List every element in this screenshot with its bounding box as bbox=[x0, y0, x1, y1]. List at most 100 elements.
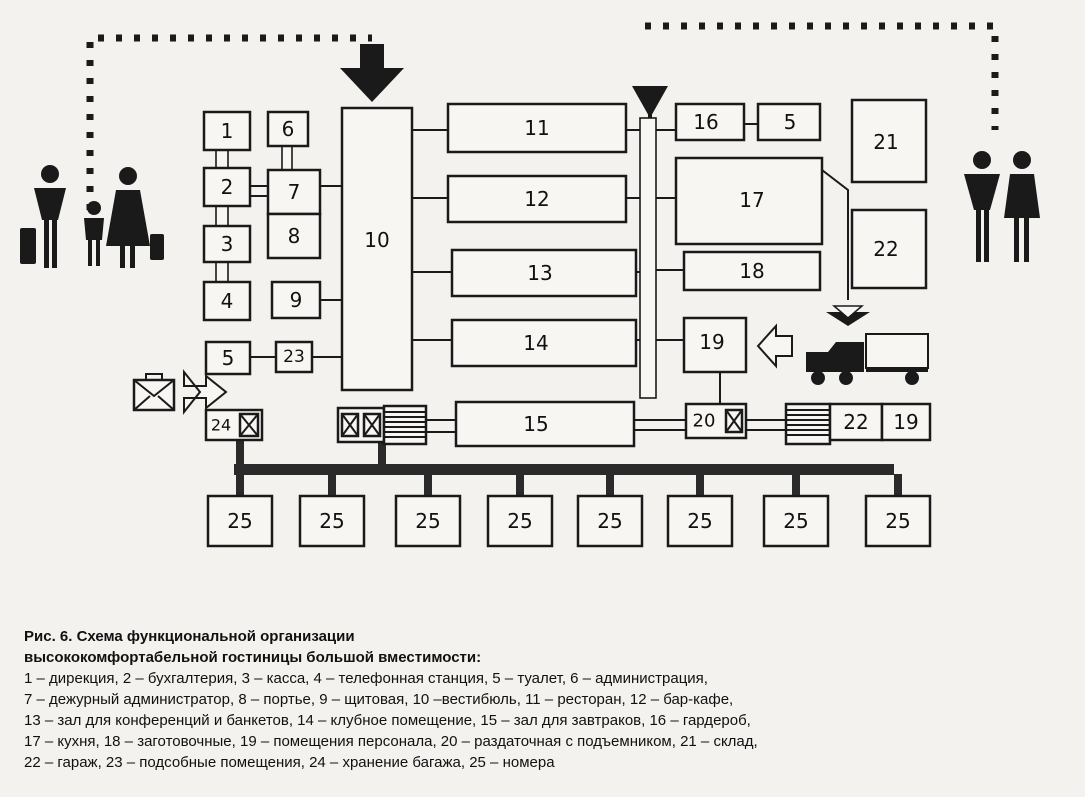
figure-caption: Рис. 6. Схема функциональной организации… bbox=[24, 626, 1064, 773]
label-14: 14 bbox=[523, 331, 548, 355]
label-6: 6 bbox=[282, 117, 295, 141]
room-stub-1 bbox=[236, 474, 244, 496]
caption-legend-line2: 7 – дежурный администратор, 8 – портье, … bbox=[24, 691, 734, 708]
label-11: 11 bbox=[524, 116, 549, 140]
label-10: 10 bbox=[364, 228, 389, 252]
label-7: 7 bbox=[288, 180, 301, 204]
block-garage bbox=[850, 208, 928, 290]
block-lobby bbox=[340, 106, 414, 392]
label-2: 2 bbox=[221, 175, 234, 199]
label-22b: 22 bbox=[843, 410, 868, 434]
caption-legend-line3: 13 – зал для конференций и банкетов, 14 … bbox=[24, 712, 751, 729]
block-prep-rooms bbox=[682, 250, 822, 292]
caption-legend-line5: 22 – гараж, 23 – подсобные помещения, 24… bbox=[24, 754, 555, 771]
block-bar-cafe bbox=[446, 174, 628, 224]
truck-icon bbox=[806, 333, 929, 385]
block-wardrobe bbox=[674, 102, 746, 142]
corridor-bus bbox=[234, 464, 894, 475]
label-room-1: 25 bbox=[227, 509, 252, 533]
label-23: 23 bbox=[283, 347, 305, 367]
label-19: 19 bbox=[699, 330, 724, 354]
kitchen-exhaust-arrow-icon bbox=[826, 312, 870, 326]
label-room-3: 25 bbox=[415, 509, 440, 533]
staircase-right-icon bbox=[784, 402, 832, 446]
label-room-4: 25 bbox=[507, 509, 532, 533]
label-room-5: 25 bbox=[597, 509, 622, 533]
label-17: 17 bbox=[739, 188, 764, 212]
label-16: 16 bbox=[693, 110, 718, 134]
label-room-6: 25 bbox=[687, 509, 712, 533]
caption-title-line1: Рис. 6. Схема функциональной организации bbox=[24, 628, 355, 645]
label-3: 3 bbox=[221, 232, 234, 256]
luggage-icon bbox=[132, 373, 176, 412]
block-room-2 bbox=[298, 494, 366, 548]
block-toilet-right bbox=[756, 102, 822, 142]
block-direction bbox=[202, 110, 252, 152]
room-stub-4 bbox=[516, 474, 524, 496]
guest-route-right bbox=[645, 22, 999, 130]
caption-title-line2: высококомфортабельной гостиницы большой … bbox=[24, 649, 482, 666]
room-stub-7 bbox=[792, 474, 800, 496]
block-administration bbox=[266, 110, 310, 148]
block-conference-hall bbox=[450, 248, 638, 298]
block-club-room bbox=[450, 318, 638, 368]
label-4: 4 bbox=[221, 289, 234, 313]
guest-route-left bbox=[86, 34, 372, 210]
pipe-main-vertical bbox=[639, 117, 657, 399]
block-toilet-left bbox=[204, 340, 252, 376]
block-cashier bbox=[202, 224, 252, 264]
delivery-arrow-icon bbox=[756, 323, 793, 369]
staircase-left-icon bbox=[382, 404, 428, 446]
label-5a: 5 bbox=[222, 346, 235, 370]
label-18: 18 bbox=[739, 259, 764, 283]
label-room-8: 25 bbox=[885, 509, 910, 533]
block-room-4 bbox=[486, 494, 554, 548]
room-stub-5 bbox=[606, 474, 614, 496]
block-warehouse bbox=[850, 98, 928, 184]
block-room-8 bbox=[864, 494, 932, 548]
room-stub-6 bbox=[696, 474, 704, 496]
service-entrance-arrow-icon bbox=[183, 369, 228, 415]
block-room-5 bbox=[576, 494, 644, 548]
label-1: 1 bbox=[221, 119, 234, 143]
label-20: 20 bbox=[693, 411, 716, 432]
label-12: 12 bbox=[524, 187, 549, 211]
label-21: 21 bbox=[873, 130, 898, 154]
block-accounting bbox=[202, 166, 252, 208]
block-room-7 bbox=[762, 494, 830, 548]
room-stub-8 bbox=[894, 474, 902, 496]
label-22a: 22 bbox=[873, 237, 898, 261]
block-restaurant bbox=[446, 102, 628, 154]
caption-legend-line1: 1 – дирекция, 2 – бухгалтерия, 3 – касса… bbox=[24, 670, 708, 687]
guests-family-icon bbox=[20, 165, 164, 268]
label-15: 15 bbox=[523, 412, 548, 436]
label-8: 8 bbox=[288, 224, 301, 248]
block-kitchen bbox=[674, 156, 824, 246]
block-room-6 bbox=[666, 494, 734, 548]
caption-legend-line4: 17 – кухня, 18 – заготовочные, 19 – поме… bbox=[24, 733, 758, 750]
functional-diagram: 1 2 3 4 5 6 7 8 9 23 10 11 12 13 14 15 1… bbox=[20, 22, 1040, 548]
main-entrance-arrow-icon bbox=[340, 44, 404, 102]
label-room-2: 25 bbox=[319, 509, 344, 533]
block-duty-admin bbox=[266, 168, 322, 216]
label-9: 9 bbox=[290, 288, 303, 312]
block-utility bbox=[274, 340, 314, 374]
label-24: 24 bbox=[211, 416, 231, 435]
room-stub-2 bbox=[328, 474, 336, 496]
block-room-3 bbox=[394, 494, 462, 548]
block-garage-2 bbox=[828, 402, 884, 442]
label-13: 13 bbox=[527, 261, 552, 285]
block-telephone bbox=[202, 280, 252, 322]
label-19b: 19 bbox=[893, 410, 918, 434]
room-stub-3 bbox=[424, 474, 432, 496]
pipe-left-1-4 bbox=[215, 139, 229, 291]
label-room-7: 25 bbox=[783, 509, 808, 533]
label-5b: 5 bbox=[784, 110, 797, 134]
block-breakfast-hall bbox=[454, 400, 636, 448]
guests-couple-icon bbox=[964, 151, 1040, 262]
block-room-1 bbox=[206, 494, 274, 548]
block-porter bbox=[266, 212, 322, 260]
block-staff-rooms bbox=[682, 316, 748, 374]
block-switchboard bbox=[270, 280, 322, 320]
block-staff-rooms-2 bbox=[880, 402, 932, 442]
